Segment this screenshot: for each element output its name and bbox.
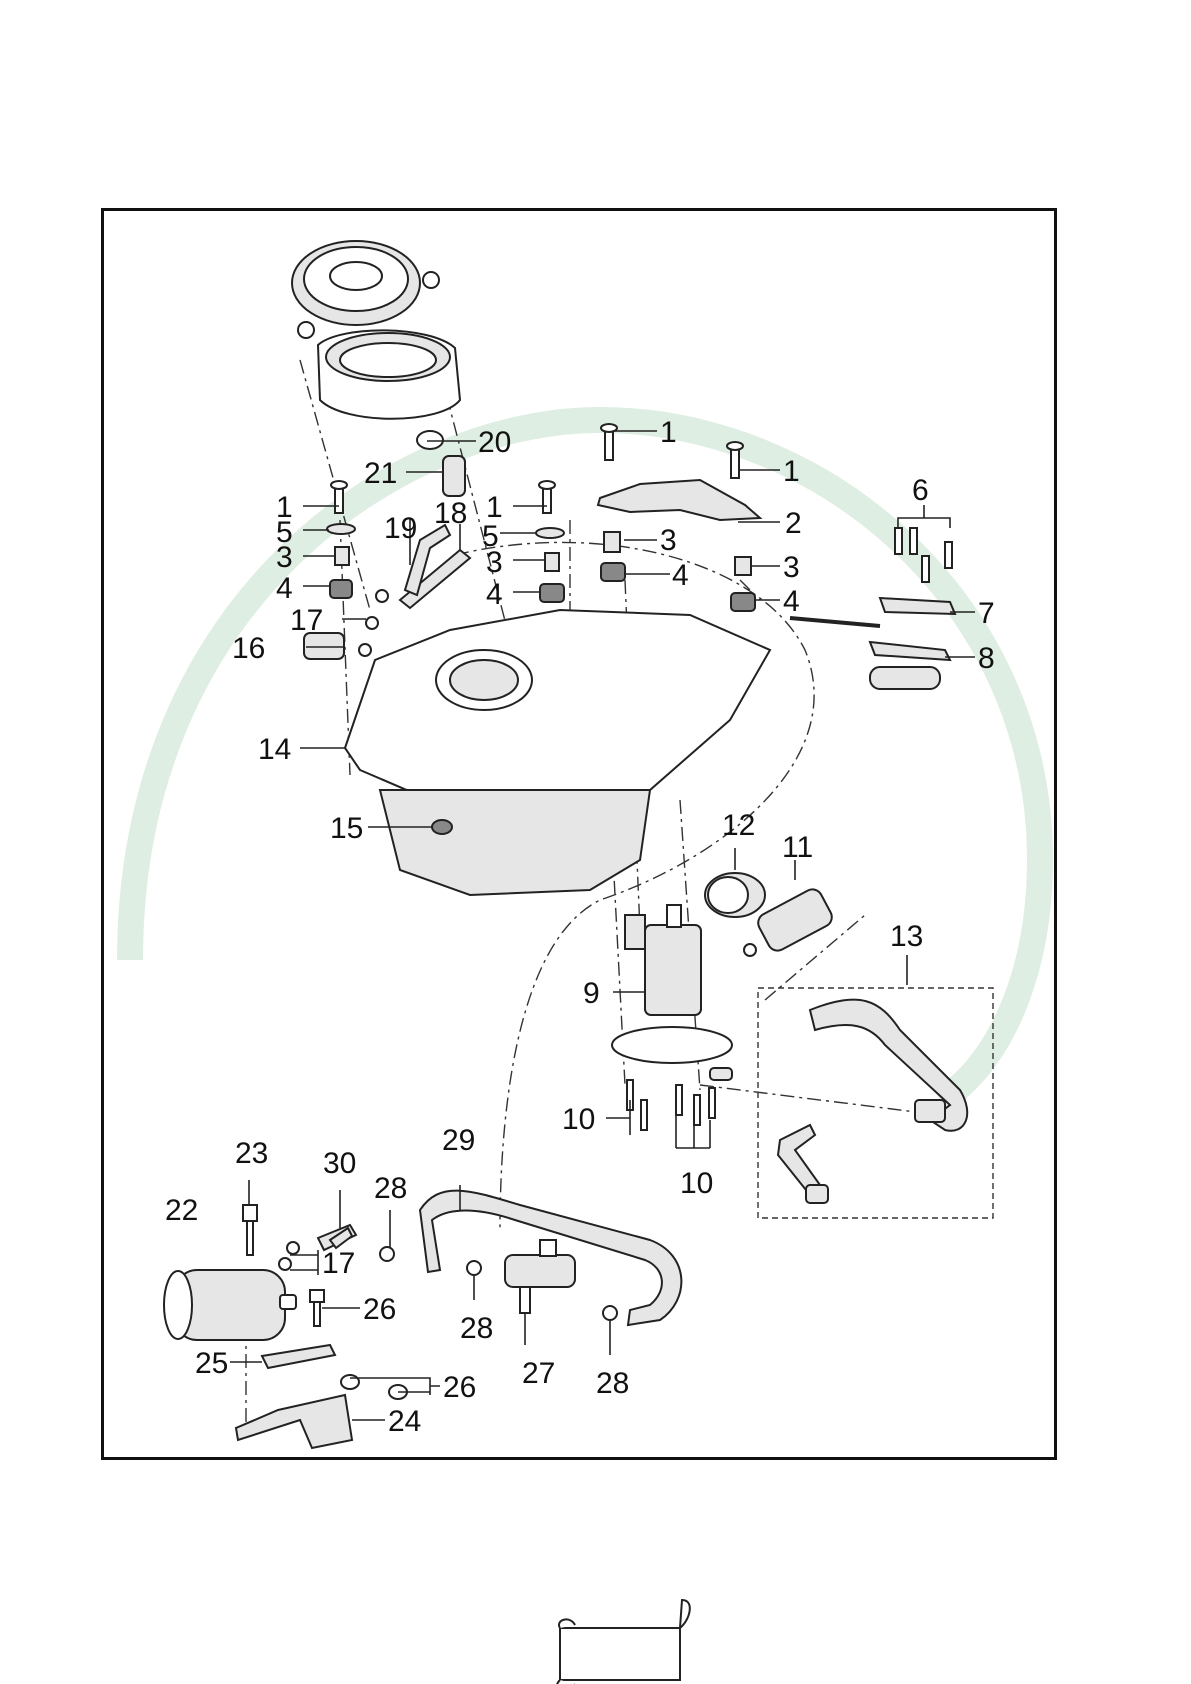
fuel-cap: [292, 241, 420, 325]
rubber-pad: [262, 1345, 335, 1368]
callout-15: 15: [330, 812, 363, 845]
callout-3: 3: [783, 551, 800, 584]
callout-10: 10: [562, 1103, 595, 1136]
callout-2: 2: [785, 507, 802, 540]
canister-bracket: [236, 1395, 352, 1448]
canister-bolt: [243, 1205, 257, 1255]
hose-clamps-upper: [359, 590, 388, 656]
callout-5: 5: [482, 520, 499, 553]
callout-labels: 1 1 1 1 2 3 3 3 3 4 4 4 4 5 5 6 7 8 9 10…: [165, 416, 995, 1438]
pump-bolts: [627, 1080, 715, 1130]
callout-28: 28: [596, 1367, 629, 1400]
callout-4: 4: [783, 585, 800, 618]
callout-29: 29: [442, 1124, 475, 1157]
callout-26: 26: [363, 1293, 396, 1326]
callout-12: 12: [722, 809, 755, 842]
callout-13: 13: [890, 920, 923, 953]
callout-30: 30: [323, 1147, 356, 1180]
callout-11: 11: [782, 831, 813, 864]
callout-23: 23: [235, 1137, 268, 1170]
callout-17: 17: [290, 604, 323, 637]
fuel-hose-assembly: [778, 1000, 967, 1203]
callout-3: 3: [660, 524, 677, 557]
callout-8: 8: [978, 642, 995, 675]
callout-10: 10: [680, 1167, 713, 1200]
callout-1: 1: [783, 455, 800, 488]
callout-4: 4: [672, 559, 689, 592]
purge-valve: [505, 1240, 575, 1313]
fuel-tank: [345, 610, 770, 895]
callout-9: 9: [583, 977, 600, 1010]
callout-19: 19: [384, 512, 417, 545]
callout-26: 26: [443, 1371, 476, 1404]
pump-seal-ring: [705, 873, 765, 917]
callout-28: 28: [460, 1312, 493, 1345]
callout-18: 18: [434, 497, 467, 530]
callout-7: 7: [978, 597, 995, 630]
callout-25: 25: [195, 1347, 228, 1380]
charcoal-canister: [164, 1270, 296, 1340]
callout-14: 14: [258, 733, 291, 766]
tank-bracket: [598, 480, 760, 520]
relay-bracket: [790, 598, 955, 689]
callout-4: 4: [486, 578, 503, 611]
callout-28: 28: [374, 1172, 407, 1205]
callout-24: 24: [388, 1405, 421, 1438]
callout-4: 4: [276, 572, 293, 605]
callout-21: 21: [364, 457, 397, 490]
callout-5: 5: [276, 516, 293, 549]
callout-6: 6: [912, 474, 929, 507]
scroll-banner-icon: [557, 1600, 690, 1684]
callout-1: 1: [660, 416, 677, 449]
callout-16: 16: [232, 632, 265, 665]
callout-27: 27: [522, 1357, 555, 1390]
callout-22: 22: [165, 1194, 198, 1227]
callout-20: 20: [478, 426, 511, 459]
callout-17: 17: [322, 1247, 355, 1280]
